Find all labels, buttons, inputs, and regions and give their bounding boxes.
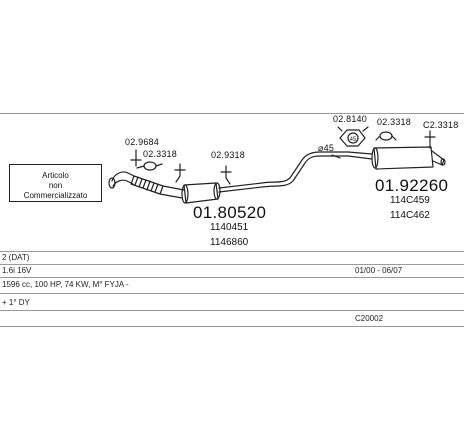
middle-oe-number-1: 1140451 — [210, 222, 249, 233]
rule-row-1 — [0, 264, 464, 265]
rubber-rear-label: C2.3318 — [423, 120, 459, 130]
not-sold-note: Articolo non Commercializzato — [9, 164, 102, 202]
gasket-front-label: 02.3318 — [143, 149, 177, 159]
gasket-rear-label: 02.3318 — [377, 117, 411, 127]
clamp-icon — [337, 126, 369, 147]
hanger-mid-label: 02.9318 — [211, 150, 245, 160]
catalog-code: C20002 — [355, 314, 384, 323]
rubber-icon-rear — [424, 130, 436, 149]
rear-oe-number-2: 114C462 — [390, 210, 430, 221]
clamp-size-label: ⌀45 — [318, 143, 335, 153]
hanger-icon-1 — [130, 149, 142, 167]
middle-oe-number-2: 1146860 — [210, 237, 249, 248]
hanger-rear-label: 02.8140 — [333, 114, 367, 124]
front-pipe-shape — [111, 171, 135, 182]
gasket-icon-rear — [375, 131, 397, 141]
rule-top — [0, 113, 464, 114]
rule-row-3 — [0, 293, 464, 294]
flex-pipe-shape — [130, 175, 164, 195]
note-line-2: non — [48, 181, 63, 190]
vehicle-dates: 01/00 - 06/07 — [355, 266, 403, 275]
hanger-icon-3 — [220, 165, 232, 185]
middle-silencer-shape — [181, 182, 221, 204]
middle-silencer-number: 01.80520 — [193, 203, 267, 222]
vehicle-model: 2 (DAT) — [2, 253, 30, 262]
rear-silencer-shape — [371, 146, 446, 170]
svg-text:45: 45 — [350, 137, 357, 143]
exhaust-diagram: 45 — [108, 126, 446, 204]
rule-row-2 — [0, 277, 464, 278]
note-line-3: Commercializzato — [23, 191, 88, 200]
vehicle-specs: 1596 cc, 100 HP, 74 KW, M° FYJA - — [2, 280, 129, 289]
note-line-1: Articolo — [42, 171, 69, 180]
vehicle-body: + 1° DY — [2, 298, 30, 307]
rear-silencer-number: 01.92260 — [375, 176, 449, 195]
rule-row-4 — [0, 310, 464, 311]
rear-oe-number-1: 114C459 — [390, 195, 430, 206]
hanger-icon-2 — [174, 163, 186, 183]
rule-diagram-bottom — [0, 251, 464, 252]
rule-row-5 — [0, 326, 464, 327]
hanger-left-label: 02.9684 — [125, 137, 159, 147]
gasket-icon-front — [136, 161, 163, 171]
intermediate-pipe-shape — [218, 151, 349, 189]
vehicle-engine: 1.6i 16V — [2, 266, 32, 275]
